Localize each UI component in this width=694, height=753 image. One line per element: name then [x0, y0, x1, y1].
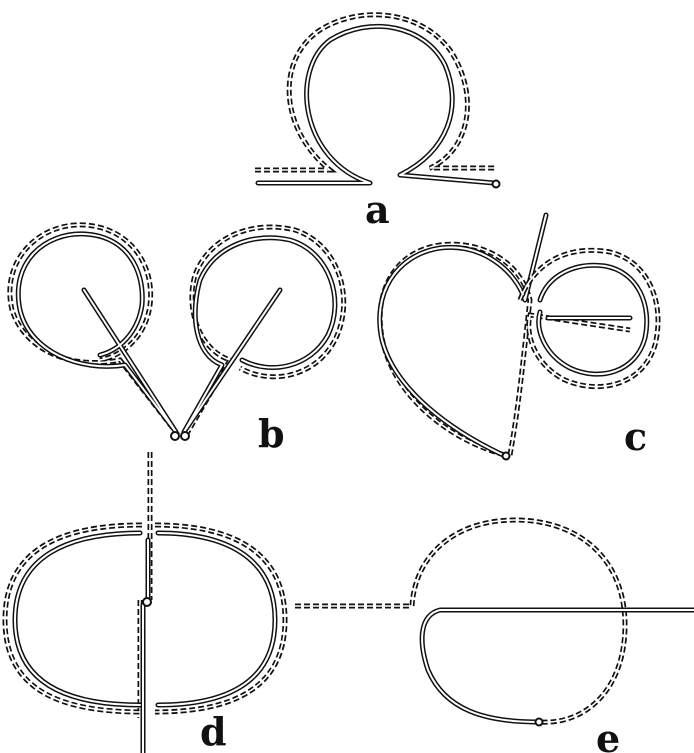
panel-b-right-loop-solid: [184, 238, 335, 432]
panel-b-left-loop-solid: [18, 234, 176, 432]
panel-e: e: [295, 520, 694, 753]
panel-e-label: e: [596, 716, 620, 753]
panel-d-solid-track: [15, 533, 275, 753]
panel-a-end-marker: [493, 181, 500, 188]
panel-a: a: [255, 15, 500, 232]
panel-c-teardrop-solid: [380, 215, 546, 455]
panel-e-dashed-track: [295, 520, 625, 722]
panel-d-center-marker: [143, 598, 151, 606]
panel-d: d: [5, 452, 285, 753]
panel-c-teardrop-dashed: [380, 244, 530, 455]
panel-e-end-marker: [536, 719, 543, 726]
panel-e-solid-track: [422, 610, 694, 722]
panel-c-small-loop-solid: [539, 265, 647, 374]
panel-c-label: c: [624, 414, 647, 459]
panel-b-label: b: [258, 411, 285, 456]
panel-c: c: [380, 215, 658, 460]
panel-a-dashed-track: [255, 15, 495, 170]
panel-b-end-marker-right: [181, 432, 189, 440]
panel-b-end-marker-left: [171, 432, 179, 440]
panel-c-end-marker: [503, 453, 510, 460]
panel-a-solid-track: [258, 26, 494, 183]
panel-a-label: a: [365, 187, 390, 232]
panel-d-label: d: [200, 709, 227, 753]
panel-b: b: [10, 225, 344, 456]
